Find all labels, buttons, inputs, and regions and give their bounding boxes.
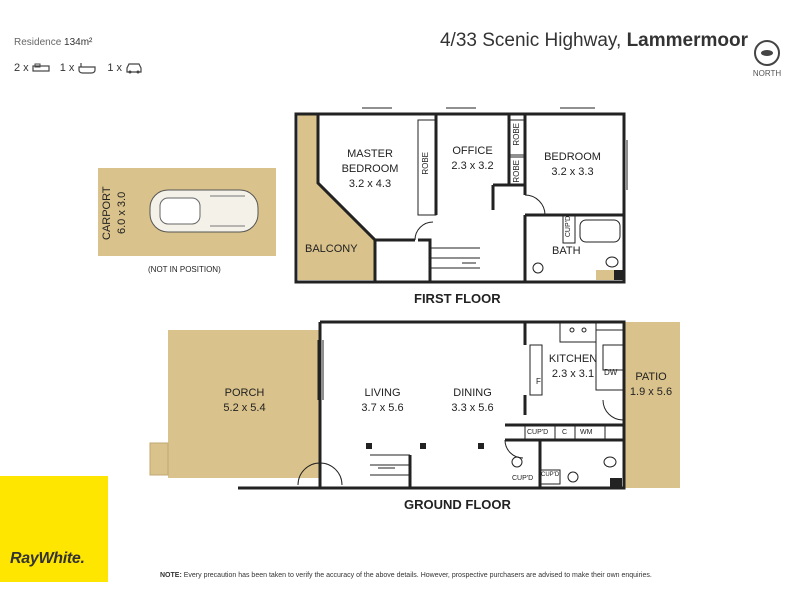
robe-2-label: ROBE <box>512 123 521 146</box>
north-indicator: NORTH <box>752 40 782 78</box>
bedroom-size: 3.2 x 3.3 <box>551 165 594 178</box>
kitchen-name: KITCHEN <box>548 353 598 365</box>
patio-label: PATIO 1.9 x 5.6 <box>626 370 676 400</box>
bath-icon <box>78 63 96 74</box>
master-bedroom-size: 3.2 x 4.3 <box>348 177 392 190</box>
brand-logo: RayWhite. <box>0 476 108 582</box>
office-label: OFFICE 2.3 x 3.2 <box>440 144 505 174</box>
gf-column <box>610 478 622 488</box>
ground-floor-details <box>297 321 625 486</box>
c-label: C <box>562 429 568 436</box>
patio-name: PATIO <box>635 371 667 383</box>
dishwasher-label: DW <box>604 368 618 377</box>
porch-step <box>149 442 169 476</box>
patio-size: 1.9 x 5.6 <box>629 385 673 398</box>
compass-icon <box>754 40 780 66</box>
office-name: OFFICE <box>452 145 493 157</box>
office-size: 2.3 x 3.2 <box>451 159 494 172</box>
carport-name: CARPORT <box>101 186 113 240</box>
bed-icon <box>32 63 50 72</box>
disclaimer-note: NOTE: Every precaution has been taken to… <box>160 572 652 579</box>
residence-area: Residence 134m² <box>14 37 92 48</box>
property-address: 4/33 Scenic Highway, Lammermoor <box>440 30 748 52</box>
street-address: 4/33 Scenic Highway, <box>439 30 622 51</box>
note-text: Every precaution has been taken to verif… <box>181 572 652 579</box>
first-floor-details <box>362 107 628 274</box>
bedroom-count-text: 2 x <box>14 62 29 74</box>
bedroom-count: 2 x <box>14 62 50 74</box>
carport-note: (NOT IN POSITION) <box>148 265 221 274</box>
bath-label: BATH <box>552 245 581 257</box>
porch-size: 5.2 x 5.4 <box>223 401 266 414</box>
kitchen-size: 2.3 x 3.1 <box>551 367 595 380</box>
dining-name: DINING <box>453 387 492 399</box>
car-icon <box>126 63 142 74</box>
living-size: 3.7 x 5.6 <box>361 401 404 414</box>
patio-area <box>624 322 680 488</box>
master-bedroom-name: MASTER BEDROOM <box>341 148 399 175</box>
wm-label: WM <box>580 429 593 436</box>
note-label: NOTE: <box>160 572 182 579</box>
bathroom-count: 1 x <box>60 62 98 74</box>
balcony-label: BALCONY <box>305 243 358 255</box>
residence-label: Residence <box>14 37 62 48</box>
brand-name: RayWhite. <box>10 550 85 567</box>
cupd-1-label: CUP'D <box>527 429 549 436</box>
bedroom-name: BEDROOM <box>544 151 601 163</box>
car-count: 1 x <box>107 62 143 74</box>
kitchen-label: KITCHEN 2.3 x 3.1 <box>543 352 603 382</box>
bathroom-count-text: 1 x <box>59 62 75 74</box>
room-counts: 2 x 1 x 1 x <box>14 62 143 74</box>
car-icon <box>149 189 259 233</box>
north-label: NORTH <box>752 69 782 78</box>
cupd-2-label: CUP'D <box>512 475 534 482</box>
porch-label: PORCH 5.2 x 5.4 <box>212 386 277 416</box>
fridge-label: F <box>536 377 541 386</box>
ff-outdoor-strip <box>596 270 624 280</box>
dining-label: DINING 3.3 x 5.6 <box>440 386 505 416</box>
posts <box>366 443 484 449</box>
cupd-3-label: CUP'D <box>541 472 560 478</box>
living-label: LIVING 3.7 x 5.6 <box>350 386 415 416</box>
porch-name: PORCH <box>224 387 265 399</box>
dining-size: 3.3 x 5.6 <box>451 401 494 414</box>
robe-1-label: ROBE <box>421 152 430 175</box>
carport-label: CARPORT 6.0 x 3.0 <box>100 183 140 243</box>
ff-column <box>614 270 624 280</box>
bedroom-label: BEDROOM 3.2 x 3.3 <box>535 150 610 180</box>
carport-size: 6.0 x 3.0 <box>115 191 128 235</box>
residence-area-value: 134m² <box>64 37 93 48</box>
ground-floor-label: GROUND FLOOR <box>404 497 511 512</box>
first-floor-label: FIRST FLOOR <box>414 291 501 306</box>
porch-area <box>168 330 319 478</box>
cupd-label: CUP'D <box>565 216 572 238</box>
master-bedroom-label: MASTER BEDROOM 3.2 x 4.3 <box>330 147 410 192</box>
robe-3-label: ROBE <box>512 160 521 183</box>
suburb: Lammermoor <box>626 30 748 51</box>
car-count-text: 1 x <box>107 62 123 74</box>
living-name: LIVING <box>364 387 401 399</box>
